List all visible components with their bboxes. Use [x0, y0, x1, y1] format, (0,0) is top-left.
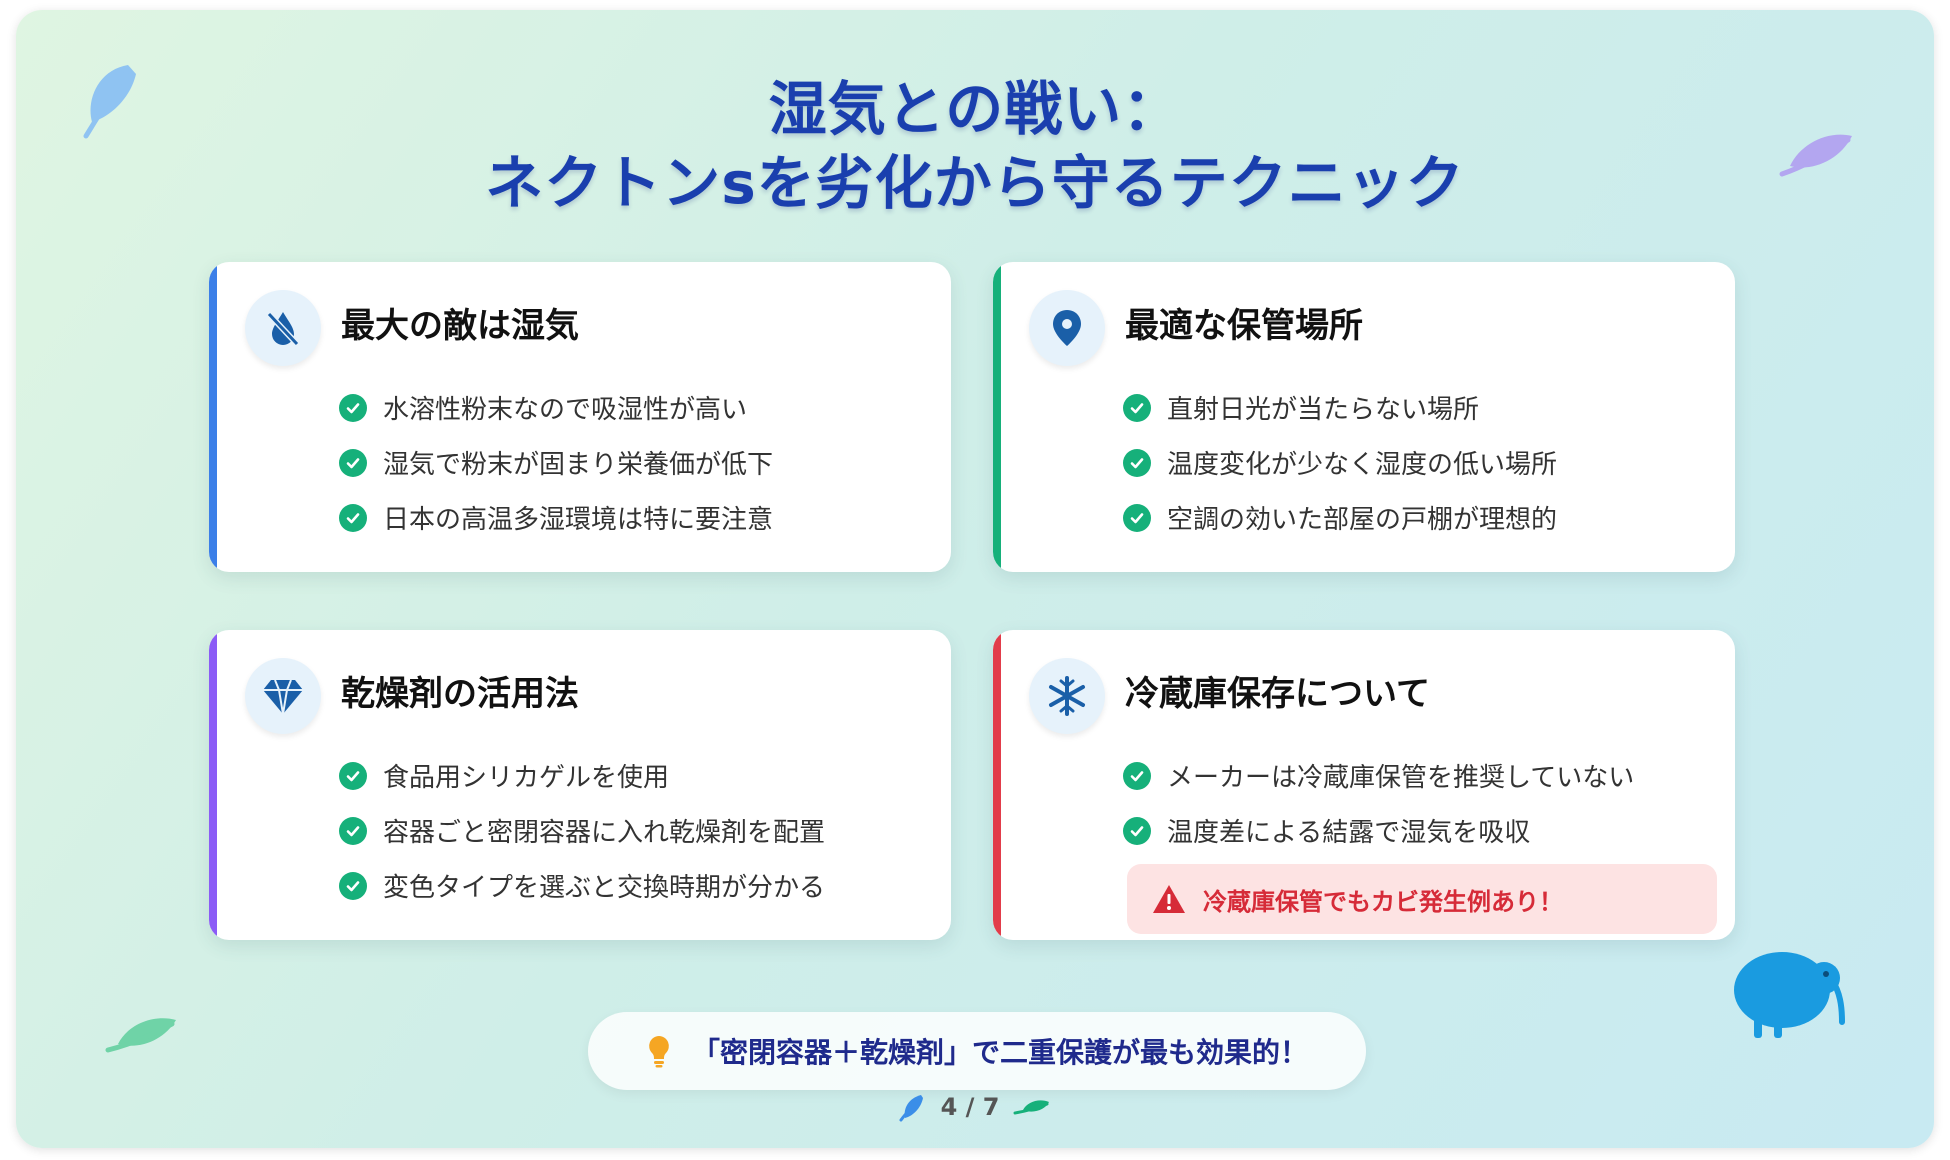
card-icon-badge — [1029, 290, 1105, 366]
check-circle-icon — [1123, 393, 1151, 422]
list-item-text: メーカーは冷蔵庫保管を推奨していない — [1167, 763, 1635, 793]
list-item-text: 温度差による結露で湿気を吸収 — [1167, 818, 1531, 848]
feather-icon — [105, 1018, 176, 1053]
check-circle-icon — [339, 393, 367, 422]
card-list: 食品用シリカゲルを使用 容器ごと密閉容器に入れ乾燥剤を配置 変色タイプを選ぶと交… — [339, 748, 825, 913]
list-item-text: 湿気で粉末が固まり栄養価が低下 — [383, 450, 774, 480]
list-item-text: 直射日光が当たらない場所 — [1167, 395, 1480, 425]
list-item-text: 容器ごと密閉容器に入れ乾燥剤を配置 — [383, 818, 826, 848]
list-item: 湿気で粉末が固まり栄養価が低下 — [339, 435, 773, 490]
card-heading: 最大の敵は湿気 — [341, 306, 579, 346]
feather-icon — [1013, 1100, 1050, 1115]
card-heading: 乾燥剤の活用法 — [341, 674, 579, 714]
check-circle-icon — [339, 503, 367, 532]
tip-text: 「密閉容器＋乾燥剤」で二重保護が最も効果的！ — [691, 1036, 1308, 1069]
card-icon-badge — [1029, 658, 1105, 734]
warning-text: 冷蔵庫保管でもカビ発生例あり！ — [1203, 887, 1563, 916]
snowflake-icon — [1049, 676, 1085, 716]
page-number: 4 / 7 — [940, 1093, 1000, 1121]
warning-triangle-icon — [1153, 885, 1185, 913]
title-line-2: ネクトンsを劣化から守るテクニック — [485, 149, 1465, 217]
card-heading: 冷蔵庫保存について — [1125, 674, 1430, 714]
card-list: メーカーは冷蔵庫保管を推奨していない 温度差による結露で湿気を吸収 — [1123, 748, 1634, 858]
list-item: 空調の効いた部屋の戸棚が理想的 — [1123, 490, 1557, 545]
list-item: 変色タイプを選ぶと交換時期が分かる — [339, 858, 825, 913]
check-circle-icon — [339, 816, 367, 845]
check-circle-icon — [1123, 448, 1151, 477]
card-desiccant-usage: 乾燥剤の活用法 食品用シリカゲルを使用 容器ごと密閉容器に入れ乾燥剤を配置 変色… — [209, 630, 951, 940]
lightbulb-icon — [649, 1036, 669, 1068]
list-item: 水溶性粉末なので吸湿性が高い — [339, 380, 773, 435]
page-indicator: 4 / 7 — [16, 1092, 1934, 1122]
check-circle-icon — [1123, 761, 1151, 790]
slide: 湿気との戦い： ネクトンsを劣化から守るテクニック 最大の敵は湿気 水溶性粉末な… — [16, 10, 1934, 1148]
check-circle-icon — [1123, 503, 1151, 532]
feather-icon — [899, 1095, 923, 1122]
title-line-1: 湿気との戦い： — [768, 75, 1182, 143]
list-item: 食品用シリカゲルを使用 — [339, 748, 825, 803]
kiwi-bird-icon — [1734, 952, 1845, 1038]
card-list: 水溶性粉末なので吸湿性が高い 湿気で粉末が固まり栄養価が低下 日本の高温多湿環境… — [339, 380, 773, 545]
card-heading: 最適な保管場所 — [1125, 306, 1363, 346]
list-item-text: 食品用シリカゲルを使用 — [383, 763, 670, 793]
check-circle-icon — [339, 448, 367, 477]
list-item: メーカーは冷蔵庫保管を推奨していない — [1123, 748, 1634, 803]
page-title: 湿気との戦い： ネクトンsを劣化から守るテクニック — [16, 72, 1934, 220]
feather-icon — [83, 65, 136, 139]
check-circle-icon — [1123, 816, 1151, 845]
card-list: 直射日光が当たらない場所 温度変化が少なく湿度の低い場所 空調の効いた部屋の戸棚… — [1123, 380, 1557, 545]
list-item-text: 日本の高温多湿環境は特に要注意 — [383, 505, 774, 535]
card-storage-location: 最適な保管場所 直射日光が当たらない場所 温度変化が少なく湿度の低い場所 空調の… — [993, 262, 1735, 572]
check-circle-icon — [339, 871, 367, 900]
card-accent-bar — [209, 262, 217, 572]
location-pin-icon — [1053, 310, 1081, 346]
card-accent-bar — [209, 630, 217, 940]
list-item-text: 水溶性粉末なので吸湿性が高い — [383, 395, 748, 425]
list-item: 温度差による結露で湿気を吸収 — [1123, 803, 1634, 858]
gem-icon — [263, 679, 303, 715]
feather-icon — [1779, 134, 1852, 177]
list-item-text: 変色タイプを選ぶと交換時期が分かる — [383, 873, 826, 903]
card-icon-badge — [245, 658, 321, 734]
list-item: 温度変化が少なく湿度の低い場所 — [1123, 435, 1557, 490]
tip-banner: 「密閉容器＋乾燥剤」で二重保護が最も効果的！ — [588, 1012, 1366, 1090]
check-circle-icon — [339, 761, 367, 790]
card-humidity-enemy: 最大の敵は湿気 水溶性粉末なので吸湿性が高い 湿気で粉末が固まり栄養価が低下 日… — [209, 262, 951, 572]
list-item-text: 温度変化が少なく湿度の低い場所 — [1167, 450, 1558, 480]
mold-warning-callout: 冷蔵庫保管でもカビ発生例あり！ — [1127, 864, 1717, 934]
list-item-text: 空調の効いた部屋の戸棚が理想的 — [1167, 505, 1558, 535]
card-accent-bar — [993, 262, 1001, 572]
card-accent-bar — [993, 630, 1001, 940]
list-item: 直射日光が当たらない場所 — [1123, 380, 1557, 435]
card-icon-badge — [245, 290, 321, 366]
no-water-icon — [266, 311, 300, 347]
list-item: 容器ごと密閉容器に入れ乾燥剤を配置 — [339, 803, 825, 858]
list-item: 日本の高温多湿環境は特に要注意 — [339, 490, 773, 545]
card-refrigerator-storage: 冷蔵庫保存について メーカーは冷蔵庫保管を推奨していない 温度差による結露で湿気… — [993, 630, 1735, 940]
